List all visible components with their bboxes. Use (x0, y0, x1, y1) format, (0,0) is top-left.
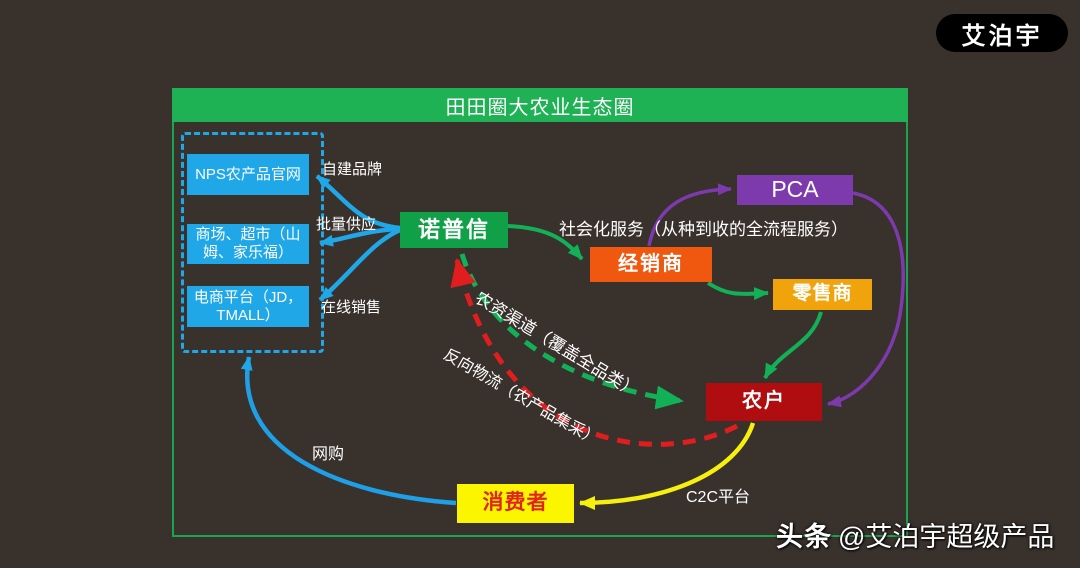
watermark: 头条@艾泊宇超级产品 (776, 515, 1054, 554)
node-dealer: 经销商 (590, 247, 712, 282)
label-online-shopping: 网购 (312, 446, 345, 463)
label-c2c-platform: C2C平台 (686, 489, 751, 506)
node-ecommerce-platform: 电商平台（JD，TMALL） (187, 286, 309, 327)
node-farmer: 农户 (706, 383, 822, 421)
node-nps-official-site: NPS农产品官网 (187, 154, 309, 195)
node-retailer: 零售商 (773, 279, 872, 310)
node-consumer: 消费者 (457, 484, 574, 523)
node-pca: PCA (737, 175, 853, 205)
node-supermarket: 商场、超市（山姆、家乐福） (187, 224, 309, 264)
diagram-title: 田田圈大农业生态圈 (172, 88, 908, 122)
label-social-service: 社会化服务（从种到收的全流程服务） (559, 220, 848, 239)
label-bulk-supply: 批量供应 (316, 216, 377, 233)
label-online-sale: 在线销售 (321, 299, 382, 316)
watermark-brand-logo: 头条 (776, 522, 832, 552)
node-nopuxin: 诺普信 (400, 212, 508, 248)
label-self-brand: 自建品牌 (322, 161, 383, 178)
watermark-handle: @艾泊宇超级产品 (838, 522, 1055, 552)
author-badge: 艾泊宇 (936, 14, 1068, 52)
